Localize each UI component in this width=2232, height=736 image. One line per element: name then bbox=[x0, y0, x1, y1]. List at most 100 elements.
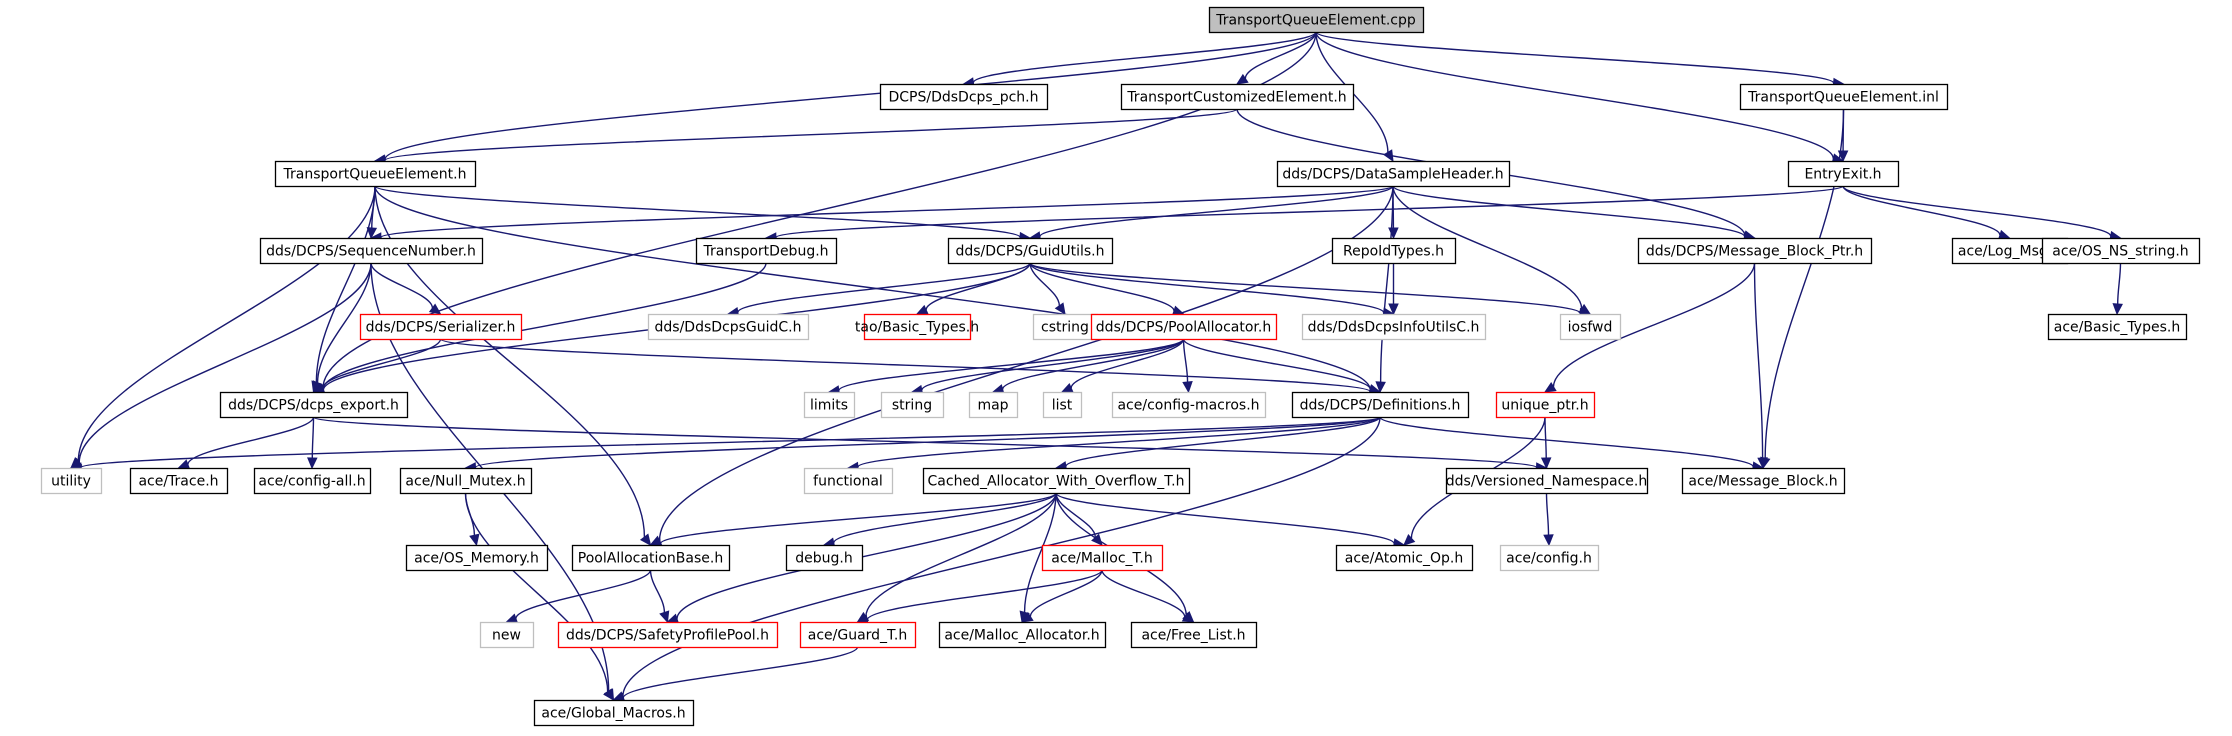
node-label: ace/Global_Macros.h bbox=[541, 706, 685, 722]
node-config-all[interactable]: ace/config-all.h bbox=[253, 467, 372, 495]
node-label: ace/Free_List.h bbox=[1141, 628, 1245, 644]
node-string: string bbox=[880, 391, 945, 419]
node-box bbox=[1276, 160, 1511, 188]
node-trace[interactable]: ace/Trace.h bbox=[129, 467, 229, 495]
nodes-layer: TransportQueueElement.cppDCPS/DdsDcps_pc… bbox=[40, 6, 2201, 727]
node-label: TransportQueueElement.h bbox=[283, 167, 467, 183]
edge-malloc-t-to-free-list bbox=[1101, 569, 1195, 623]
node-box bbox=[405, 544, 549, 572]
node-box bbox=[1787, 160, 1900, 188]
edge-transport-queue-element-cpp-to-dds-dcps-pch bbox=[962, 31, 1317, 88]
node-label: PoolAllocationBase.h bbox=[578, 551, 723, 567]
edge-sequence-number-to-utility bbox=[69, 262, 372, 469]
node-dds-dcps-pch[interactable]: DCPS/DdsDcps_pch.h bbox=[879, 83, 1049, 111]
node-atomic-op[interactable]: ace/Atomic_Op.h bbox=[1335, 544, 1474, 572]
node-box bbox=[1559, 313, 1622, 341]
node-label: dds/DCPS/dcps_export.h bbox=[228, 398, 399, 414]
node-label: dds/DCPS/SequenceNumber.h bbox=[266, 244, 476, 260]
node-box bbox=[785, 544, 864, 572]
node-cached-allocator[interactable]: Cached_Allocator_With_Overflow_T.h bbox=[922, 467, 1191, 495]
node-box bbox=[1041, 544, 1164, 572]
node-repo-id-types[interactable]: RepoIdTypes.h bbox=[1331, 237, 1457, 265]
node-message-block[interactable]: ace/Message_Block.h bbox=[1681, 467, 1846, 495]
node-transport-customized-element[interactable]: TransportCustomizedElement.h bbox=[1120, 83, 1355, 111]
node-os-ns-string[interactable]: ace/OS_NS_string.h bbox=[2041, 237, 2201, 265]
node-box bbox=[695, 237, 838, 265]
node-box bbox=[1301, 313, 1487, 341]
node-malloc-allocator[interactable]: ace/Malloc_Allocator.h bbox=[938, 621, 1107, 649]
node-entry-exit[interactable]: EntryExit.h bbox=[1787, 160, 1900, 188]
node-label: ace/Null_Mutex.h bbox=[405, 474, 525, 490]
node-box bbox=[2047, 313, 2188, 341]
node-transport-queue-element-cpp[interactable]: TransportQueueElement.cpp bbox=[1208, 6, 1425, 34]
node-os-memory[interactable]: ace/OS_Memory.h bbox=[405, 544, 549, 572]
edges-layer bbox=[69, 31, 2123, 703]
edge-pool-allocation-base-to-safety-profile-pool bbox=[649, 569, 670, 624]
node-guid-utils[interactable]: dds/DCPS/GuidUtils.h bbox=[947, 237, 1114, 265]
node-versioned-namespace[interactable]: dds/Versioned_Namespace.h bbox=[1445, 467, 1649, 495]
edge-data-sample-header-to-definitions bbox=[1375, 185, 1394, 394]
node-definitions[interactable]: dds/DCPS/Definitions.h bbox=[1291, 391, 1470, 419]
edge-null-mutex-to-global-macros bbox=[464, 492, 615, 701]
node-safety-profile-pool[interactable]: dds/DCPS/SafetyProfilePool.h bbox=[557, 621, 779, 649]
node-guard-t[interactable]: ace/Guard_T.h bbox=[799, 621, 917, 649]
node-label: string bbox=[892, 398, 932, 414]
node-box bbox=[399, 467, 533, 495]
node-serializer[interactable]: dds/DCPS/Serializer.h bbox=[359, 313, 523, 341]
node-dds-dcps-info-utils-c: dds/DdsDcpsInfoUtilsC.h bbox=[1301, 313, 1487, 341]
node-transport-debug[interactable]: TransportDebug.h bbox=[695, 237, 838, 265]
node-null-mutex[interactable]: ace/Null_Mutex.h bbox=[399, 467, 533, 495]
node-message-block-ptr[interactable]: dds/DCPS/Message_Block_Ptr.h bbox=[1637, 237, 1873, 265]
node-debug[interactable]: debug.h bbox=[785, 544, 864, 572]
edge-data-sample-header-to-guid-utils bbox=[1028, 185, 1394, 242]
node-label: debug.h bbox=[795, 551, 852, 567]
edge-malloc-t-to-malloc-allocator bbox=[1020, 569, 1103, 623]
node-label: limits bbox=[810, 398, 848, 414]
node-pool-allocator[interactable]: dds/DCPS/PoolAllocator.h bbox=[1090, 313, 1278, 341]
node-utility: utility bbox=[40, 467, 103, 495]
edge-entry-exit-to-transport-debug bbox=[764, 185, 1844, 243]
node-data-sample-header[interactable]: dds/DCPS/DataSampleHeader.h bbox=[1276, 160, 1511, 188]
node-dcps-export[interactable]: dds/DCPS/dcps_export.h bbox=[219, 391, 409, 419]
node-label: ace/Log_Msg.h bbox=[1958, 244, 2061, 260]
node-transport-queue-element-h[interactable]: TransportQueueElement.h bbox=[274, 160, 477, 188]
node-basic-types-ace[interactable]: ace/Basic_Types.h bbox=[2047, 313, 2188, 341]
node-label: dds/DCPS/DataSampleHeader.h bbox=[1282, 167, 1503, 183]
node-label: dds/DdsDcpsGuidC.h bbox=[655, 320, 802, 336]
node-label: DCPS/DdsDcps_pch.h bbox=[888, 90, 1038, 106]
node-global-macros[interactable]: ace/Global_Macros.h bbox=[533, 699, 695, 727]
node-label: TransportQueueElement.cpp bbox=[1215, 13, 1416, 29]
node-box bbox=[647, 313, 810, 341]
node-label: ace/Malloc_Allocator.h bbox=[944, 628, 1099, 644]
edge-dcps-export-to-config-all bbox=[307, 416, 318, 470]
node-box bbox=[1291, 391, 1470, 419]
node-label: new bbox=[492, 628, 521, 644]
edge-message-block-ptr-to-unique-ptr bbox=[1543, 262, 1756, 393]
node-label: TransportDebug.h bbox=[702, 244, 828, 260]
node-free-list[interactable]: ace/Free_List.h bbox=[1130, 621, 1258, 649]
node-malloc-t[interactable]: ace/Malloc_T.h bbox=[1041, 544, 1164, 572]
node-label: dds/DCPS/GuidUtils.h bbox=[955, 244, 1104, 260]
node-map: map bbox=[968, 391, 1019, 419]
node-unique-ptr[interactable]: unique_ptr.h bbox=[1495, 391, 1596, 419]
node-pool-allocation-base[interactable]: PoolAllocationBase.h bbox=[571, 544, 731, 572]
node-box bbox=[1042, 391, 1083, 419]
node-label: EntryExit.h bbox=[1804, 167, 1881, 183]
node-box bbox=[1120, 83, 1355, 111]
node-box bbox=[253, 467, 372, 495]
node-box bbox=[1445, 467, 1649, 495]
node-dds-dcps-guid-c: dds/DdsDcpsGuidC.h bbox=[647, 313, 810, 341]
node-basic-types-tao[interactable]: tao/Basic_Types.h bbox=[855, 313, 979, 341]
node-label: ace/Guard_T.h bbox=[808, 628, 908, 644]
edge-pool-allocator-to-config-macros bbox=[1182, 338, 1193, 394]
edge-guid-utils-to-cstring bbox=[1029, 262, 1066, 316]
node-box bbox=[1111, 391, 1267, 419]
node-label: unique_ptr.h bbox=[1501, 398, 1588, 414]
edge-pool-allocator-to-limits bbox=[827, 338, 1185, 396]
edge-transport-customized-element-to-transport-queue-element-h bbox=[373, 108, 1238, 166]
node-sequence-number[interactable]: dds/DCPS/SequenceNumber.h bbox=[259, 237, 484, 265]
node-label: dds/DCPS/PoolAllocator.h bbox=[1096, 320, 1271, 336]
node-box bbox=[880, 391, 945, 419]
node-transport-queue-element-inl[interactable]: TransportQueueElement.inl bbox=[1739, 83, 1949, 111]
node-box bbox=[947, 237, 1114, 265]
